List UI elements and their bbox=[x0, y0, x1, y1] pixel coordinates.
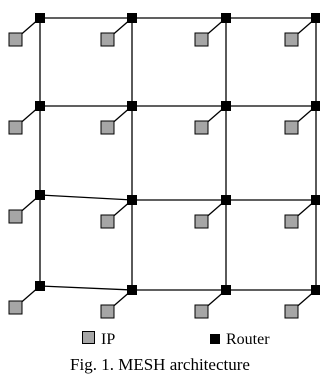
router-node bbox=[35, 13, 45, 23]
router-node bbox=[127, 285, 137, 295]
legend-ip-label: IP bbox=[101, 331, 116, 348]
mesh-link-horizontal bbox=[39, 194, 133, 201]
router-node bbox=[221, 195, 231, 205]
ip-core bbox=[194, 32, 209, 47]
ip-core bbox=[100, 304, 115, 319]
router-node bbox=[221, 13, 231, 23]
router-node bbox=[35, 101, 45, 111]
ip-core bbox=[284, 214, 299, 229]
router-node bbox=[127, 13, 137, 23]
router-node bbox=[311, 195, 320, 205]
figure-caption: Fig. 1. MESH architecture bbox=[70, 355, 250, 374]
router-node bbox=[311, 13, 320, 23]
ip-core bbox=[284, 120, 299, 135]
ip-core bbox=[194, 304, 209, 319]
legend-router-swatch bbox=[210, 334, 220, 344]
ip-core bbox=[100, 32, 115, 47]
ip-core bbox=[284, 304, 299, 319]
ip-core bbox=[194, 214, 209, 229]
ip-core bbox=[100, 214, 115, 229]
ip-core bbox=[8, 300, 23, 315]
router-node bbox=[127, 101, 137, 111]
mesh-architecture-diagram bbox=[8, 13, 320, 319]
router-node bbox=[311, 285, 320, 295]
router-node bbox=[35, 281, 45, 291]
ip-core bbox=[8, 120, 23, 135]
mesh-link-horizontal bbox=[39, 285, 133, 291]
legend-ip-swatch bbox=[82, 331, 95, 344]
ip-core bbox=[194, 120, 209, 135]
router-node bbox=[221, 285, 231, 295]
router-node bbox=[311, 101, 320, 111]
ip-core bbox=[8, 209, 23, 224]
router-node bbox=[35, 190, 45, 200]
router-node bbox=[221, 101, 231, 111]
ip-core bbox=[284, 32, 299, 47]
ip-core bbox=[8, 32, 23, 47]
router-node bbox=[127, 195, 137, 205]
ip-core bbox=[100, 120, 115, 135]
legend-router-label: Router bbox=[226, 331, 270, 348]
